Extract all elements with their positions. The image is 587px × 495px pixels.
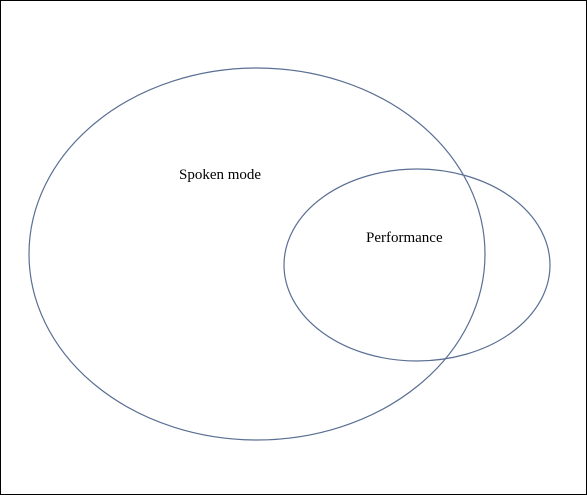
spoken-mode-ellipse <box>28 67 486 441</box>
spoken-mode-label: Spoken mode <box>179 167 261 183</box>
performance-label: Performance <box>366 230 443 246</box>
performance-ellipse <box>283 168 551 362</box>
